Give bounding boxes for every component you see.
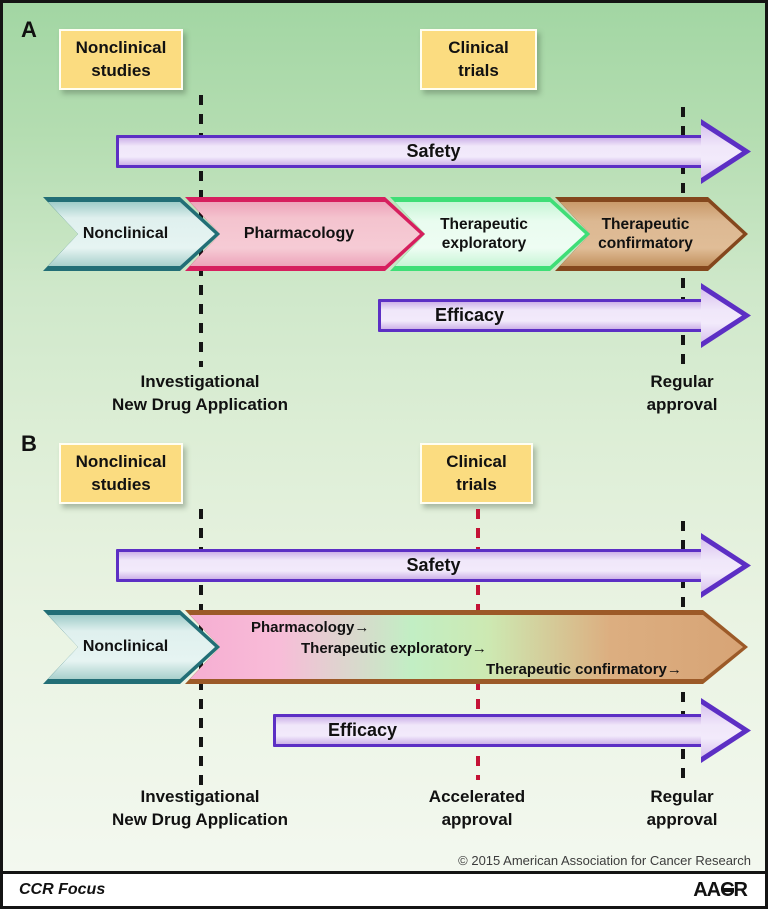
box-text-line1: Clinical xyxy=(446,452,507,472)
panel-a-chevron-therapeutic-confirmatory: Therapeutic confirmatory xyxy=(555,197,748,271)
stage-pharmacology: Pharmacology→ xyxy=(251,619,370,636)
panel-b-safety-arrow-shaft xyxy=(116,549,707,582)
box-text-line1: Clinical xyxy=(448,38,509,58)
box-text-line2: studies xyxy=(91,474,151,494)
panel-a-safety-label: Safety xyxy=(406,141,461,161)
panel-b-milestone-ind: Investigational New Drug Application xyxy=(80,786,320,832)
milestone-line1: Regular xyxy=(650,372,714,391)
aacr-logo-text: AACR xyxy=(693,878,748,901)
panel-a-chevron-therapeutic-exploratory: Therapeutic exploratory xyxy=(390,197,590,271)
box-text-line1: Nonclinical xyxy=(75,38,167,58)
milestone-line1: Accelerated xyxy=(428,787,526,806)
panel-b-efficacy-arrow-head-icon xyxy=(701,698,751,763)
chevron-label-line2: confirmatory xyxy=(598,235,693,252)
chevron-label-line1: Therapeutic xyxy=(440,215,528,233)
milestone-line2: approval xyxy=(646,394,718,414)
panel-b-milestone-accelerated-approval: Accelerated approval xyxy=(397,786,557,832)
aacr-logo: AACR xyxy=(693,879,749,902)
panel-b-chevron-nonclinical: Nonclinical xyxy=(43,610,220,684)
panel-b-label: B xyxy=(21,431,37,456)
chevron-label-line1: Therapeutic xyxy=(601,215,690,233)
milestone-line2: New Drug Application xyxy=(112,394,288,414)
box-text-line1: Nonclinical xyxy=(75,452,167,472)
panel-a-label: A xyxy=(21,17,37,42)
box-text-line2: trials xyxy=(458,60,499,80)
panel-a-milestone-ind: Investigational New Drug Application xyxy=(80,371,320,417)
panel-a-chevron-pharmacology: Pharmacology xyxy=(185,197,425,271)
panel-a-nonclinical-studies-box: Nonclinical studies xyxy=(59,29,183,90)
chevron-label: Pharmacology xyxy=(243,225,355,242)
panel-b-milestone-regular-approval: Regular approval xyxy=(602,786,762,832)
panel-a-clinical-trials-box: Clinical trials xyxy=(420,29,537,90)
panel-b-combined-stages-arrow: Pharmacology→ Therapeutic exploratory→ T… xyxy=(185,610,748,684)
journal-name: CCR Focus xyxy=(19,881,106,898)
milestone-line2: New Drug Application xyxy=(112,809,288,829)
panel-a-safety-arrow-shaft xyxy=(116,135,707,168)
panel-a-efficacy-arrow-head-icon xyxy=(701,283,751,348)
chevron-label-line2: exploratory xyxy=(441,235,527,252)
footer-strip: CCR Focus AACR xyxy=(3,874,765,906)
stage-therapeutic-confirmatory: Therapeutic confirmatory→ xyxy=(486,661,682,678)
panel-b-nonclinical-studies-box: Nonclinical studies xyxy=(59,443,183,504)
stage-therapeutic-exploratory: Therapeutic exploratory→ xyxy=(301,640,487,657)
panel-b-efficacy-arrow-shaft xyxy=(273,714,707,747)
diagram-area: A Nonclinical studies Clinical trials Sa… xyxy=(3,3,765,874)
panel-a-efficacy-label: Efficacy xyxy=(435,305,505,325)
chevron-label: Nonclinical xyxy=(82,638,169,655)
box-text-line2: trials xyxy=(456,474,497,494)
milestone-line1: Investigational xyxy=(140,787,260,806)
milestone-line1: Investigational xyxy=(140,372,260,391)
panel-b-efficacy-label: Efficacy xyxy=(328,720,398,740)
panel-b-safety-label: Safety xyxy=(406,555,461,575)
box-text-line2: studies xyxy=(91,60,151,80)
panel-a-efficacy-arrow-shaft xyxy=(378,299,707,332)
copyright-text: © 2015 American Association for Cancer R… xyxy=(458,853,751,868)
milestone-line2: approval xyxy=(441,809,513,829)
panel-a-milestone-regular-approval: Regular approval xyxy=(602,371,762,417)
aacr-logo-crossbar xyxy=(722,888,734,892)
milestone-line2: approval xyxy=(646,809,718,829)
milestone-line1: Regular xyxy=(650,787,714,806)
panel-b-clinical-trials-box: Clinical trials xyxy=(420,443,533,504)
panel-a-chevron-nonclinical: Nonclinical xyxy=(43,197,220,271)
chevron-label: Nonclinical xyxy=(82,225,169,242)
